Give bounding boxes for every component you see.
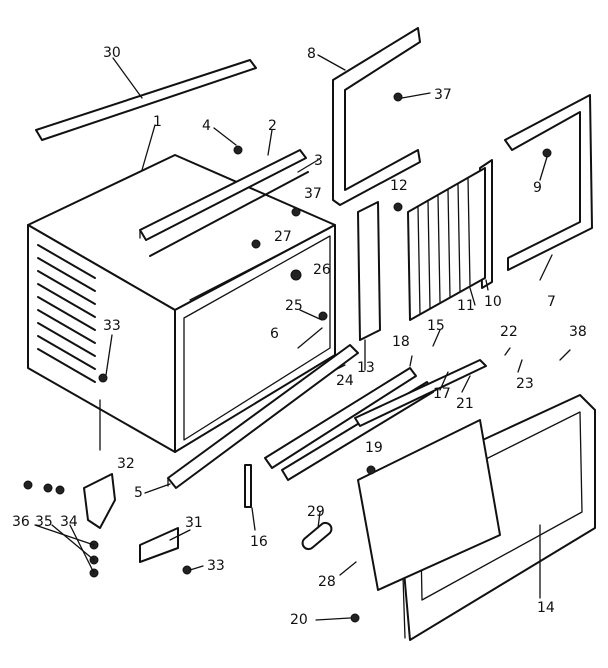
part-15-vent (354, 359, 487, 427)
label-36: 36 (12, 514, 30, 530)
label-2: 2 (268, 118, 277, 134)
label-4: 4 (202, 118, 211, 134)
label-37-a: 37 (304, 186, 322, 202)
part-31-bracket (139, 527, 179, 563)
part-28-filter (357, 419, 501, 591)
part-3-strip (149, 171, 309, 257)
label-15: 15 (427, 318, 445, 334)
label-8: 8 (307, 46, 316, 62)
part-11-coil (407, 167, 486, 321)
part-16-strip (244, 464, 252, 508)
label-12: 12 (390, 178, 408, 194)
label-33-a: 33 (103, 318, 121, 334)
part-32-bracket (83, 473, 116, 529)
label-26: 26 (313, 262, 331, 278)
part-30-top-rail (35, 59, 257, 141)
label-14: 14 (537, 600, 555, 616)
part-13-plate (357, 201, 381, 341)
label-6: 6 (270, 326, 279, 342)
label-35: 35 (35, 514, 53, 530)
part-2-rail (139, 149, 307, 241)
label-30: 30 (103, 45, 121, 61)
label-37-b: 37 (434, 87, 452, 103)
part-8-frame (332, 27, 421, 206)
fasteners (23, 92, 552, 578)
label-24: 24 (336, 373, 354, 389)
label-20: 20 (290, 612, 308, 628)
label-21: 21 (456, 396, 474, 412)
label-27: 27 (274, 229, 292, 245)
label-16: 16 (250, 534, 268, 550)
louver-grille (37, 244, 96, 383)
label-1: 1 (153, 114, 162, 130)
label-7: 7 (547, 294, 556, 310)
label-29: 29 (307, 504, 325, 520)
label-34: 34 (60, 514, 78, 530)
label-10: 10 (484, 294, 502, 310)
label-18: 18 (392, 334, 410, 350)
part-29-handle (301, 521, 333, 551)
label-28: 28 (318, 574, 336, 590)
part-7-side-frame (504, 94, 593, 271)
callout-labels: 30 1 4 2 3 37 27 26 25 6 24 33 5 8 37 12… (12, 45, 587, 628)
part-1-cabinet (27, 154, 336, 453)
label-25: 25 (285, 298, 303, 314)
label-32: 32 (117, 456, 135, 472)
label-22: 22 (500, 324, 518, 340)
label-19: 19 (365, 440, 383, 456)
label-13: 13 (357, 360, 375, 376)
label-11: 11 (457, 298, 475, 314)
label-33-b: 33 (207, 558, 225, 574)
label-3: 3 (314, 153, 323, 169)
label-17: 17 (433, 386, 451, 402)
label-31: 31 (185, 515, 203, 531)
label-38: 38 (569, 324, 587, 340)
label-9: 9 (533, 180, 542, 196)
leader-lines (34, 54, 571, 621)
label-23: 23 (516, 376, 534, 392)
label-5: 5 (134, 485, 143, 501)
part-20-screw (350, 613, 360, 623)
